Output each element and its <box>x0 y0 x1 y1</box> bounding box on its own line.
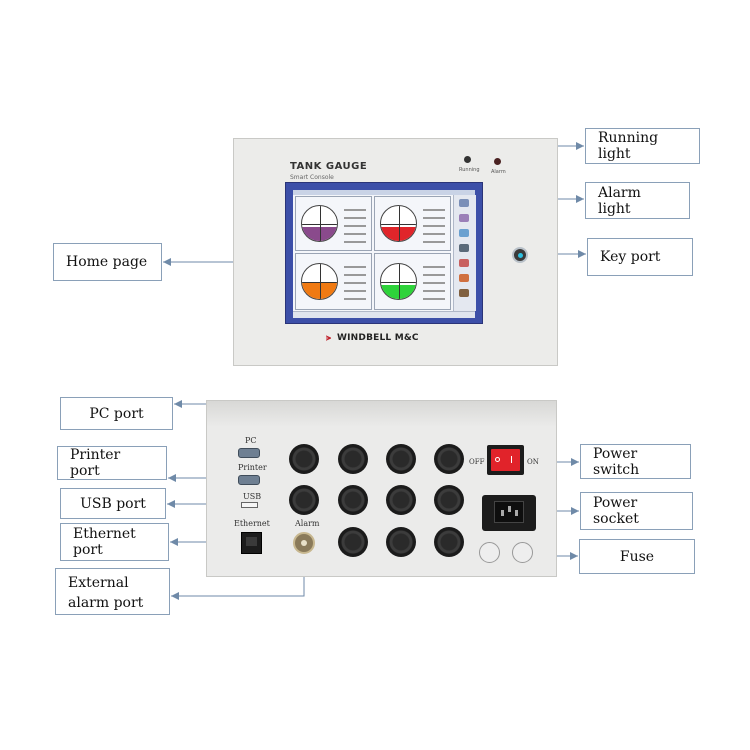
pc-port-label: PC <box>245 436 257 445</box>
tank-panel-2 <box>374 196 451 251</box>
arrow-fuse <box>570 552 578 560</box>
cable-gland-6 <box>338 485 368 515</box>
callout-usb-port: USB port <box>60 488 166 519</box>
callout-running-light: Running light <box>585 128 700 164</box>
home-page-screen[interactable] <box>285 182 483 324</box>
console-title: TANK GAUGE <box>290 161 368 172</box>
cable-gland-8 <box>434 485 464 515</box>
screen-display <box>293 190 476 318</box>
console-front: TANK GAUGE Smart Console Running Alarm <box>233 138 558 366</box>
fuse-holder-left[interactable] <box>479 542 500 563</box>
running-indicator-led <box>464 156 471 163</box>
arrow-printer-port <box>168 474 176 482</box>
usb-port[interactable] <box>241 502 258 508</box>
usb-port-label: USB <box>243 492 262 501</box>
tank-panel-3 <box>295 253 372 310</box>
screen-menu-icon-5 <box>459 259 469 267</box>
external-alarm-port[interactable] <box>293 532 315 554</box>
cable-gland-10 <box>386 527 416 557</box>
screen-menu-icon-3 <box>459 229 469 237</box>
arrow-external-alarm-port <box>171 592 179 600</box>
cable-gland-4 <box>434 444 464 474</box>
screen-menu-icon-7 <box>459 289 469 297</box>
callout-printer-port: Printer port <box>57 446 167 480</box>
cable-gland-5 <box>289 485 319 515</box>
callout-power-socket: Power socket <box>580 492 693 530</box>
screen-menu-icon-2 <box>459 214 469 222</box>
screen-menu-icon-1 <box>459 199 469 207</box>
screen-menu-icon-6 <box>459 274 469 282</box>
cable-gland-7 <box>386 485 416 515</box>
panel-top-shadow <box>207 401 556 427</box>
printer-port[interactable] <box>238 475 260 485</box>
callout-power-switch: Power switch <box>580 444 691 479</box>
cable-gland-1 <box>289 444 319 474</box>
pc-port[interactable] <box>238 448 260 458</box>
arrow-running-light <box>576 142 584 150</box>
alarm-indicator-led <box>494 158 501 165</box>
callout-fuse: Fuse <box>579 539 695 574</box>
tank-gauge-4 <box>380 263 417 300</box>
ethernet-port[interactable] <box>241 532 262 554</box>
screen-menu-icon-4 <box>459 244 469 252</box>
console-subtitle: Smart Console <box>290 174 334 181</box>
cable-gland-3 <box>386 444 416 474</box>
callout-ethernet-port: Ethernet port <box>60 523 169 561</box>
arrow-usb-port <box>167 500 175 508</box>
key-port[interactable] <box>512 247 528 263</box>
arrow-home-page <box>163 258 171 266</box>
switch-off-label: OFF <box>469 458 485 466</box>
arrow-key-port <box>578 250 586 258</box>
tank-panel-1 <box>295 196 372 251</box>
switch-on-label: ON <box>527 458 539 466</box>
brand-logo-mark: ⪫ <box>326 333 332 343</box>
fuse-holder-right[interactable] <box>512 542 533 563</box>
arrow-alarm-light <box>576 195 584 203</box>
brand-name: WINDBELL M&C <box>337 333 419 343</box>
power-socket[interactable] <box>482 495 536 531</box>
cable-gland-9 <box>338 527 368 557</box>
screen-top-bar <box>293 190 475 195</box>
callout-external-alarm-port: External alarm port <box>55 568 170 615</box>
callout-pc-port: PC port <box>60 397 173 430</box>
callout-key-port: Key port <box>587 238 693 276</box>
tank-gauge-3 <box>301 263 338 300</box>
screen-sidebar <box>453 195 476 311</box>
tank-panel-4 <box>374 253 451 310</box>
rear-panel: PC Printer USB Ethernet Alarm OFF ON <box>206 400 557 577</box>
callout-alarm-light: Alarm light <box>585 182 690 219</box>
cable-gland-11 <box>434 527 464 557</box>
cable-gland-2 <box>338 444 368 474</box>
running-indicator-label: Running <box>459 167 480 173</box>
printer-port-label: Printer <box>238 463 267 472</box>
arrow-power-socket <box>571 507 579 515</box>
ethernet-port-label: Ethernet <box>234 519 270 528</box>
arrow-power-switch <box>571 458 579 466</box>
alarm-port-label: Alarm <box>295 519 320 528</box>
arrow-pc-port <box>174 400 182 408</box>
power-switch[interactable] <box>487 445 524 475</box>
screen-status-bar <box>293 311 475 318</box>
tank-gauge-1 <box>301 205 338 242</box>
key-port-center <box>518 253 523 258</box>
callout-home-page: Home page <box>53 243 162 281</box>
tank-gauge-2 <box>380 205 417 242</box>
alarm-indicator-label: Alarm <box>491 169 506 175</box>
arrow-ethernet-port <box>170 538 178 546</box>
